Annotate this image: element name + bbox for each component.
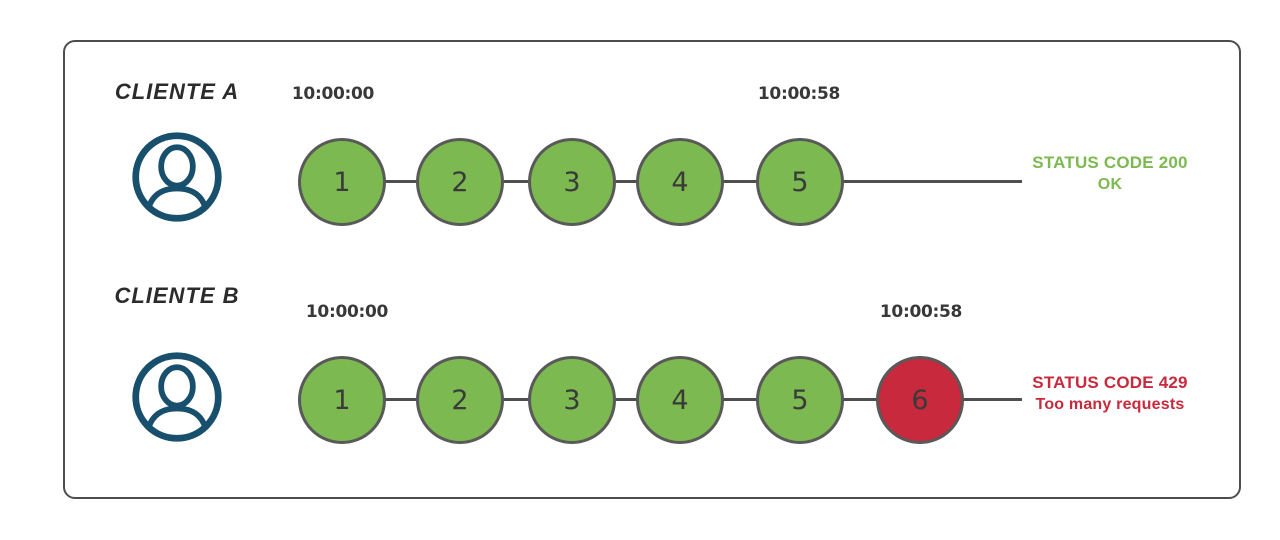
request-circle-a2: 2 <box>416 138 504 226</box>
status-message-text: Too many requests <box>1035 396 1185 413</box>
client-a-end-time: 10:00:58 <box>757 84 841 104</box>
request-circle-b5: 5 <box>756 356 844 444</box>
request-number: 5 <box>791 384 809 416</box>
client-b-status: STATUS CODE 429 Too many requests <box>1025 372 1195 416</box>
request-number: 3 <box>563 166 581 198</box>
client-b-end-time: 10:00:58 <box>879 302 963 322</box>
client-b-label: CLIENTE B <box>114 283 240 308</box>
request-circle-b3: 3 <box>528 356 616 444</box>
status-code-text: STATUS CODE 429 <box>1032 373 1188 392</box>
client-a-avatar-icon <box>132 132 222 222</box>
request-circle-a5: 5 <box>756 138 844 226</box>
status-message-text: OK <box>1097 176 1123 193</box>
request-number: 4 <box>671 166 689 198</box>
request-circle-a1: 1 <box>298 138 386 226</box>
request-circle-b4: 4 <box>636 356 724 444</box>
request-number: 2 <box>451 166 469 198</box>
request-circle-b6: 6 <box>876 356 964 444</box>
request-number: 1 <box>333 384 351 416</box>
client-a-start-time: 10:00:00 <box>291 84 375 104</box>
request-circle-a4: 4 <box>636 138 724 226</box>
request-number: 6 <box>911 384 929 416</box>
request-number: 1 <box>333 166 351 198</box>
request-number: 3 <box>563 384 581 416</box>
status-code-text: STATUS CODE 200 <box>1032 153 1188 172</box>
request-number: 2 <box>451 384 469 416</box>
request-circle-b1: 1 <box>298 356 386 444</box>
client-b-avatar-icon <box>132 352 222 442</box>
client-b-start-time: 10:00:00 <box>305 302 389 322</box>
client-a-status: STATUS CODE 200 OK <box>1025 152 1195 196</box>
request-circle-a3: 3 <box>528 138 616 226</box>
request-circle-b2: 2 <box>416 356 504 444</box>
client-a-label: CLIENTE A <box>114 79 240 104</box>
request-number: 4 <box>671 384 689 416</box>
request-number: 5 <box>791 166 809 198</box>
